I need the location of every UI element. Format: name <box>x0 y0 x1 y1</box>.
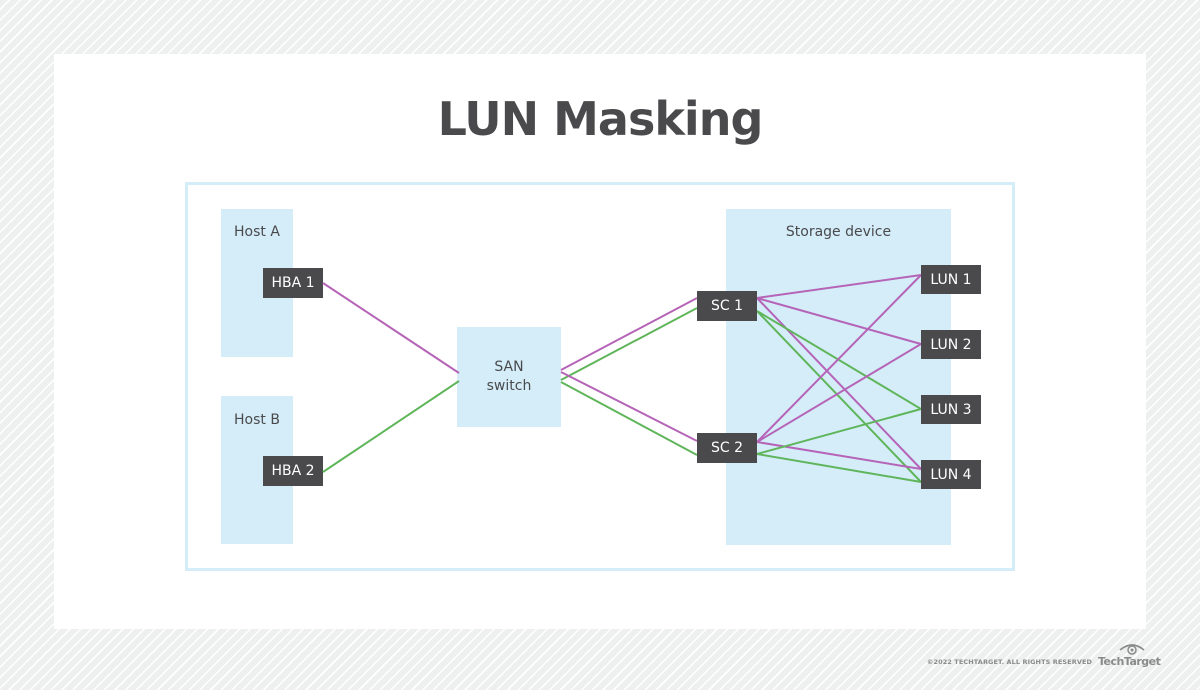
lun-4-node: LUN 4 <box>921 460 981 489</box>
eye-icon <box>1119 644 1145 655</box>
connection-sc-2-lun-3-green <box>756 408 922 455</box>
lun-2-node: LUN 2 <box>921 330 981 359</box>
storage-device-box <box>726 209 951 545</box>
san-switch-line1: SAN <box>494 359 524 375</box>
lun-3-node: LUN 3 <box>921 395 981 424</box>
connection-hba-1-san-switch-purple <box>322 282 460 374</box>
connection-sc-1-lun-2-purple <box>756 297 922 345</box>
connection-san-switch-sc-2-purple <box>560 371 698 442</box>
host-b-label: Host B <box>234 412 280 428</box>
san-switch-box <box>457 327 561 427</box>
sc-1-node: SC 1 <box>697 291 757 321</box>
techtarget-logo: TechTarget <box>1098 655 1161 668</box>
connection-sc-1-lun-4-green <box>756 310 922 483</box>
connection-sc-2-lun-2-purple <box>756 343 922 443</box>
diagram-title: LUN Masking <box>437 92 764 146</box>
connection-sc-1-lun-4-purple <box>756 297 922 470</box>
connection-san-switch-sc-2-green <box>560 381 698 456</box>
connection-sc-2-lun-1-purple <box>756 274 922 443</box>
san-switch-label: SAN switch <box>457 358 561 396</box>
connection-sc-2-lun-4-green <box>756 453 922 483</box>
connection-san-switch-sc-1-green <box>560 307 698 381</box>
diagram-frame <box>185 182 1015 571</box>
host-a-label: Host A <box>234 224 280 240</box>
connection-sc-1-lun-3-green <box>756 310 922 410</box>
lun-1-node: LUN 1 <box>921 265 981 294</box>
copyright-text: ©2022 TECHTARGET. ALL RIGHTS RESERVED <box>926 658 1092 666</box>
connection-sc-1-lun-1-purple <box>756 274 922 299</box>
san-switch-line2: switch <box>486 378 532 394</box>
connection-san-switch-sc-1-purple <box>560 297 698 371</box>
hba-1-node: HBA 1 <box>263 268 323 298</box>
connection-hba-2-san-switch-green <box>322 380 460 473</box>
storage-device-label: Storage device <box>785 224 892 240</box>
hba-2-node: HBA 2 <box>263 456 323 486</box>
sc-2-node: SC 2 <box>697 433 757 463</box>
